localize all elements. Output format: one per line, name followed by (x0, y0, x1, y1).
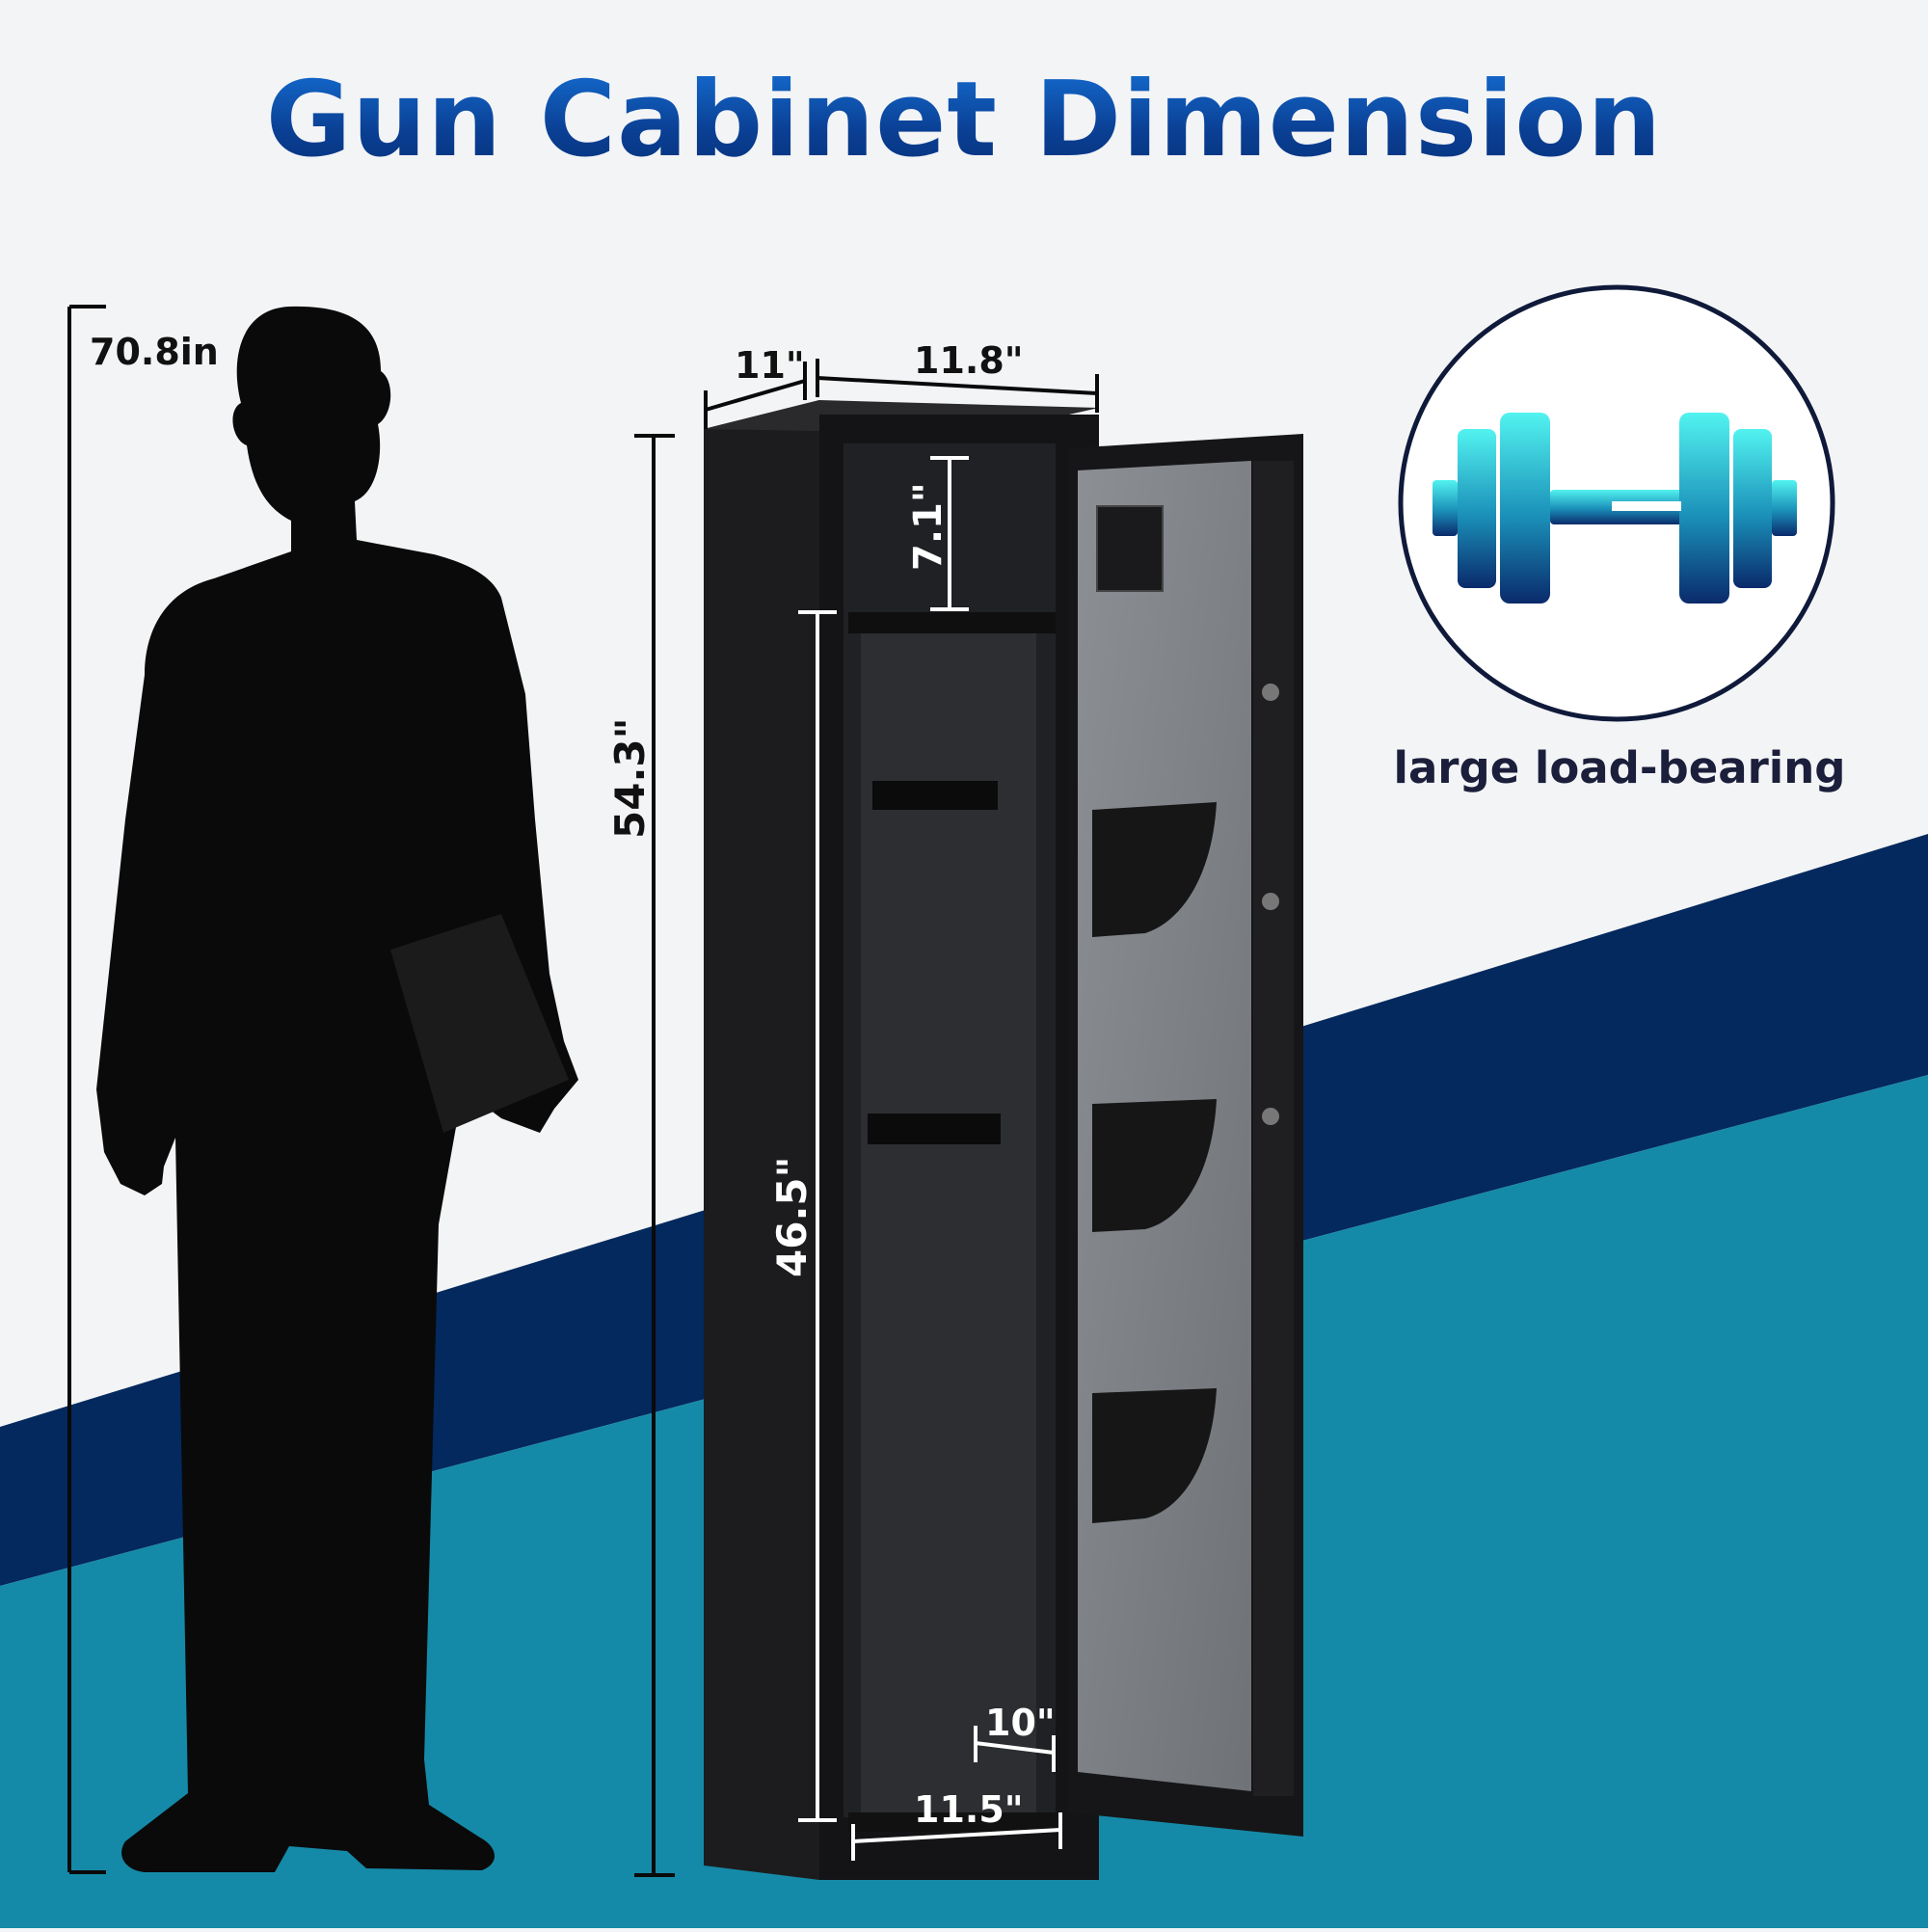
load-bearing-badge (1398, 284, 1835, 722)
inner-height-label: 46.5" (768, 1156, 816, 1277)
door-pocket-2 (1092, 1099, 1217, 1232)
dumbbell-icon (1433, 413, 1797, 604)
person-silhouette (96, 306, 578, 1873)
dumbbell-bar-highlight (1612, 501, 1681, 511)
depth-bracket (704, 362, 807, 429)
gun-rest-upper (872, 781, 998, 810)
door-pocket-3 (1092, 1388, 1217, 1523)
page-title: Gun Cabinet Dimension (0, 60, 1928, 180)
door-pocket-1 (1092, 802, 1217, 937)
cabinet (704, 400, 1303, 1880)
bolt-3 (1262, 1108, 1279, 1125)
bolt-2 (1262, 893, 1279, 910)
door-electronics-box (1096, 505, 1164, 592)
person-height-bracket (67, 305, 106, 1874)
cabinet-height-label: 54.3" (606, 717, 654, 839)
person-height-label: 70.8in (90, 331, 219, 373)
cabinet-height-bracket (634, 434, 675, 1877)
load-bearing-label: large load-bearing (1393, 742, 1846, 793)
cabinet-bottom-lip (848, 1812, 1056, 1832)
cabinet-side (704, 400, 819, 1880)
top-shelf-bracket (930, 456, 969, 611)
width-bracket (816, 359, 1099, 413)
gun-rest-lower (868, 1114, 1001, 1144)
bolt-1 (1262, 684, 1279, 701)
top-shelf (848, 612, 1056, 633)
inner-depth-bracket (974, 1726, 1056, 1772)
depth-label: 11" (735, 344, 805, 387)
door-hinge-strip (1253, 461, 1294, 1796)
width-label: 11.8" (914, 339, 1024, 382)
inner-width-label: 11.5" (914, 1788, 1024, 1831)
top-shelf-label: 7.1" (906, 482, 951, 571)
inner-height-bracket (798, 610, 837, 1822)
inner-depth-label: 10" (985, 1702, 1056, 1744)
interior-back-felt (861, 627, 1036, 1812)
inner-width-bracket (851, 1812, 1062, 1861)
